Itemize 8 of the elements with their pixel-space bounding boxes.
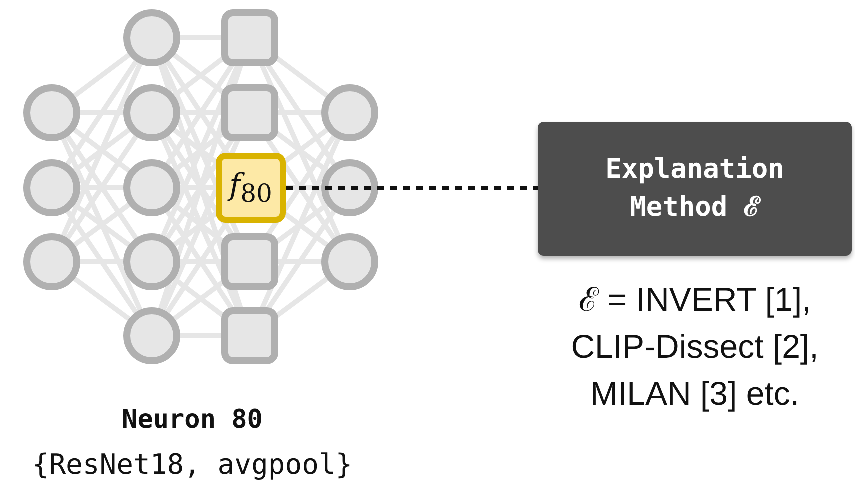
layer-caption: {ResNet18, avgpool} [31,448,354,481]
method-box [538,122,852,256]
dotted-connector [286,186,538,190]
neuron-title: Neuron 80 [121,405,264,435]
highlighted-neuron-box [216,153,286,223]
method-examples-text: ℰ = INVERT [1], CLIP-Dissect [2], MILAN [3] etc. [570,280,820,414]
neuron-label: f$_{80}$ [230,170,272,206]
method-title: Explanation Method ℰ [604,153,786,225]
